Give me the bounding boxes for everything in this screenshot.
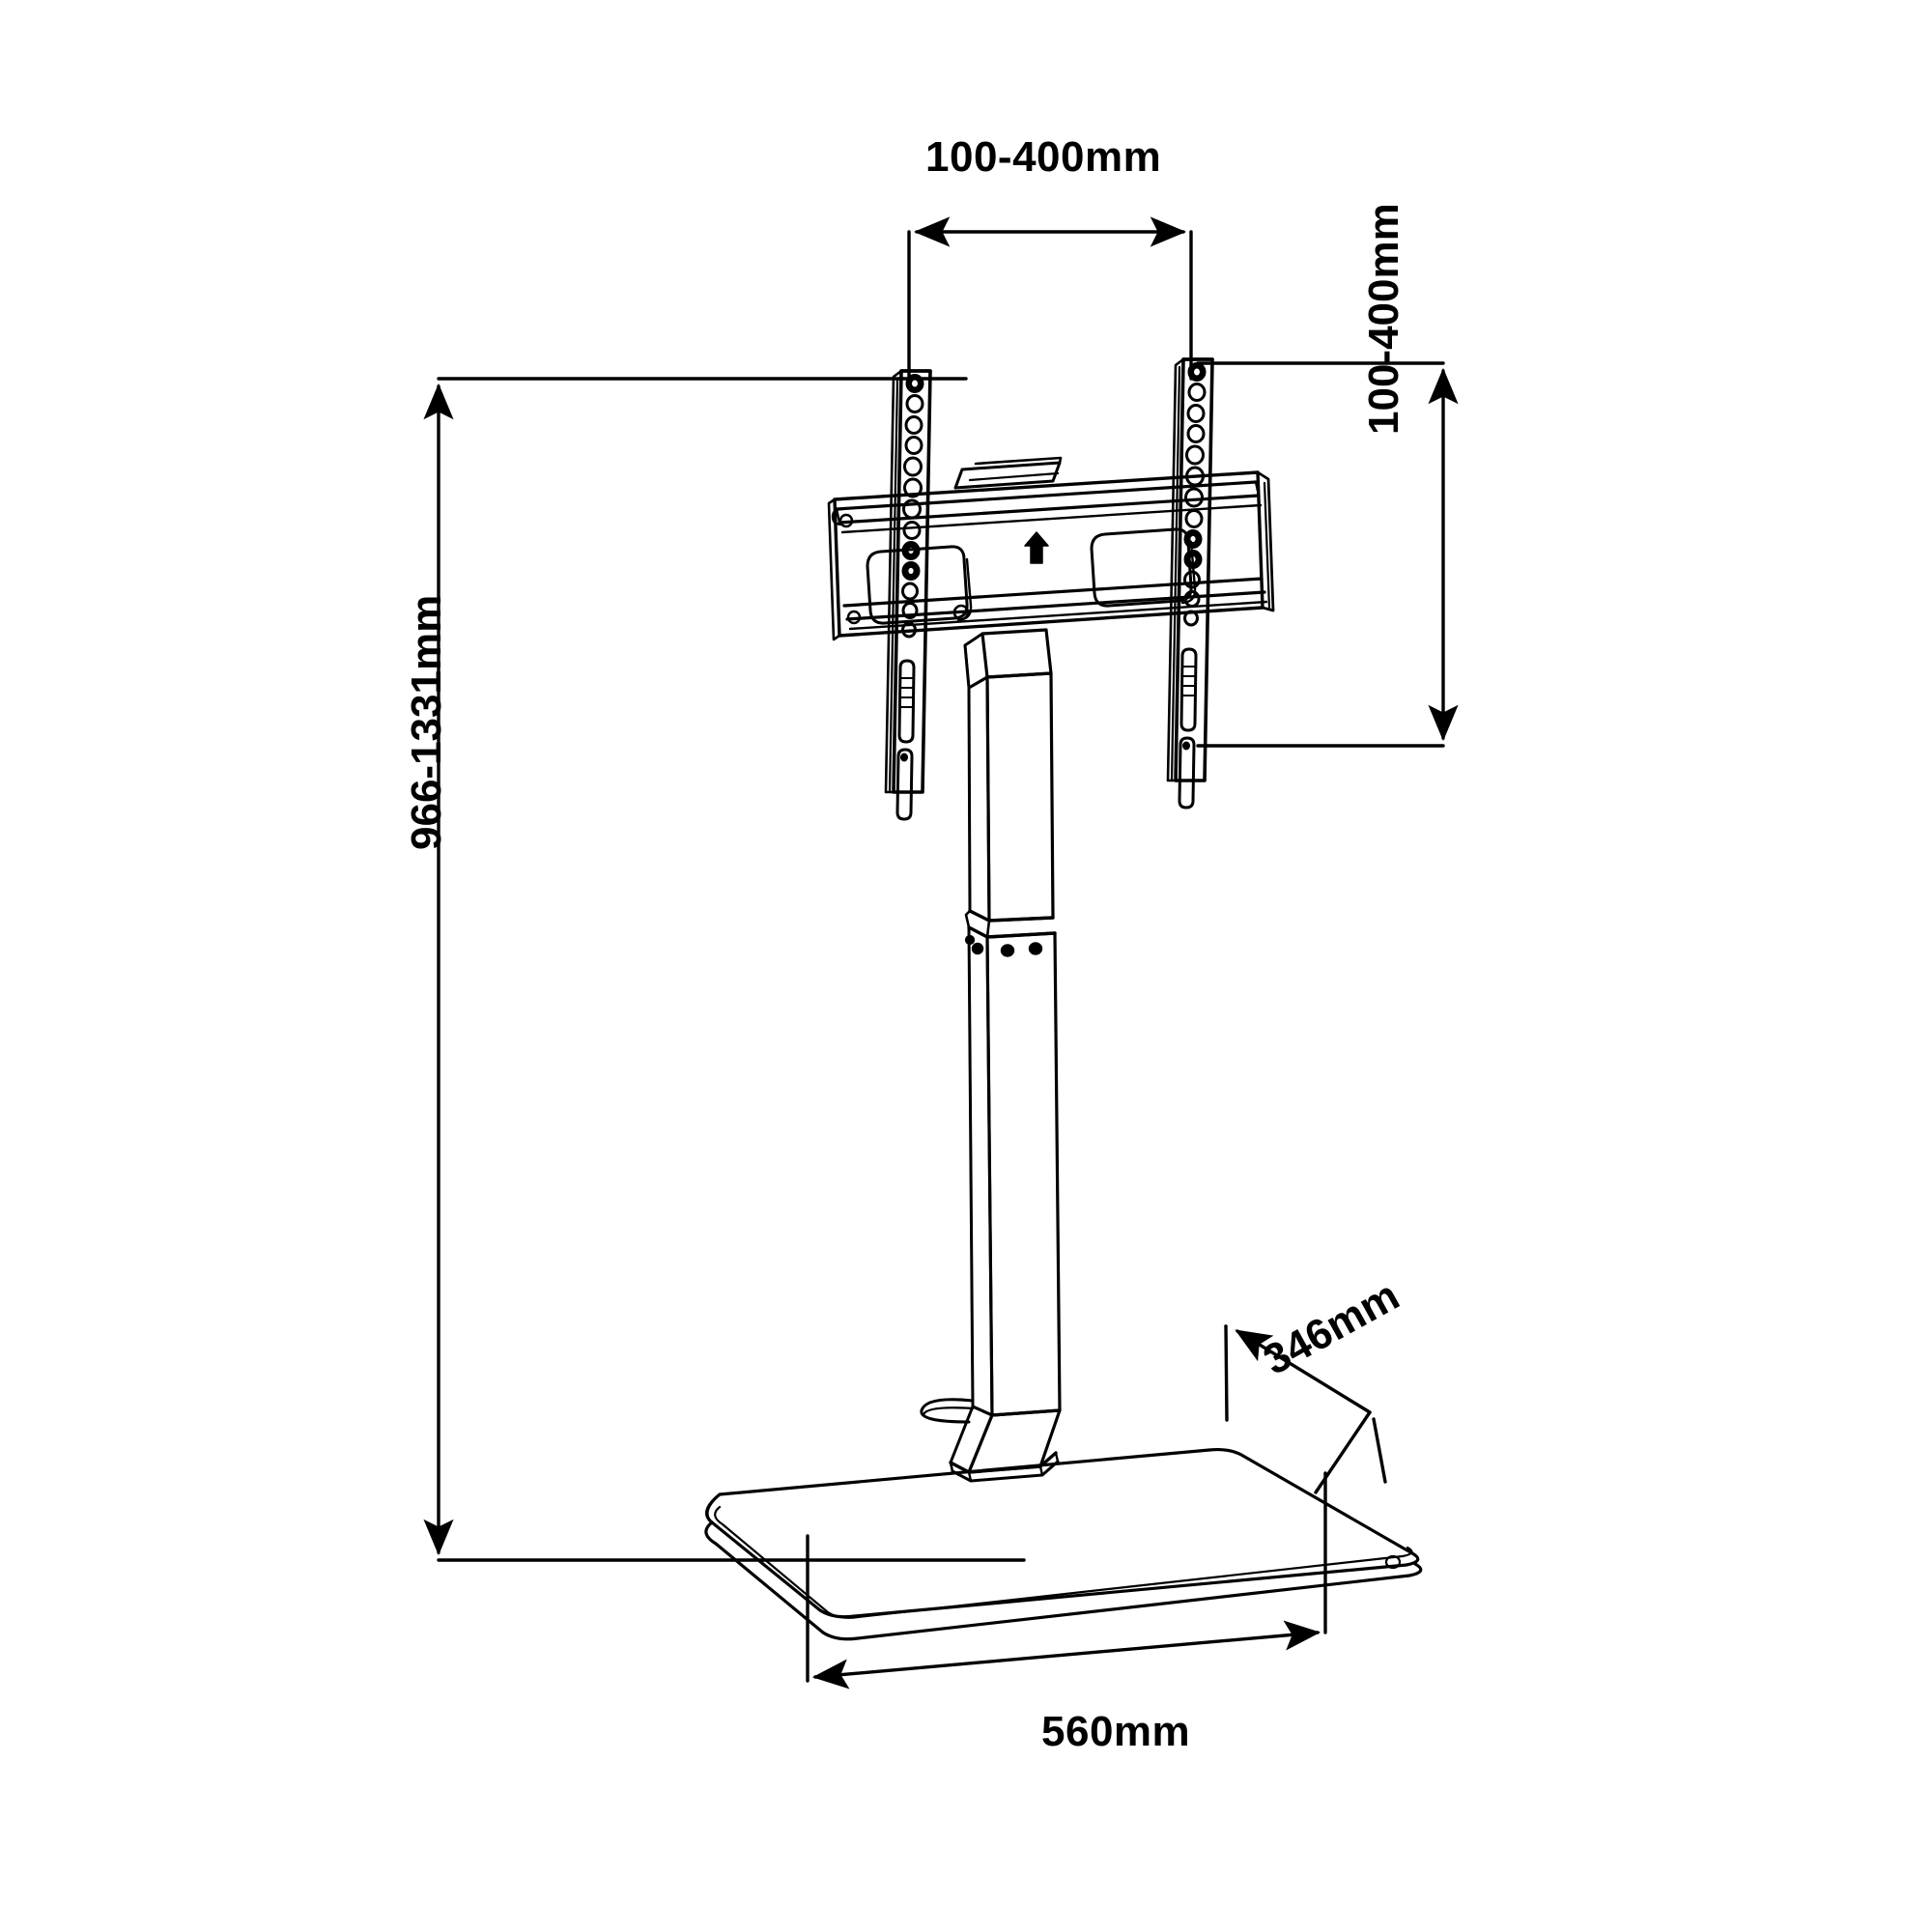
- telescoping-column-upper: [963, 628, 1057, 939]
- telescoping-column-lower: [964, 925, 1062, 1417]
- up-arrow-icon: [1024, 531, 1049, 564]
- vesa-horizontal-dimension-label: 100-400mm: [925, 133, 1162, 181]
- overall-height-dimension-label: 966-1331mm: [403, 594, 450, 850]
- vesa-rail-left: [884, 369, 932, 821]
- overall-height-dimension: [423, 377, 1026, 1562]
- base-width-dimension: [806, 1471, 1327, 1690]
- wall-mount-plate: [827, 456, 1275, 641]
- base-width-dimension-label: 560mm: [1041, 1708, 1191, 1755]
- vesa-vertical-dimension-label: 100-400mm: [1360, 203, 1407, 435]
- glass-base-plate: [704, 1447, 1423, 1641]
- vesa-horizontal-dimension: [907, 216, 1193, 381]
- vesa-vertical-dimension: [1196, 361, 1459, 748]
- vesa-rail-right: [1166, 357, 1214, 810]
- base-depth-dimension: [1224, 1324, 1387, 1494]
- cable-management-ring: [920, 1398, 975, 1424]
